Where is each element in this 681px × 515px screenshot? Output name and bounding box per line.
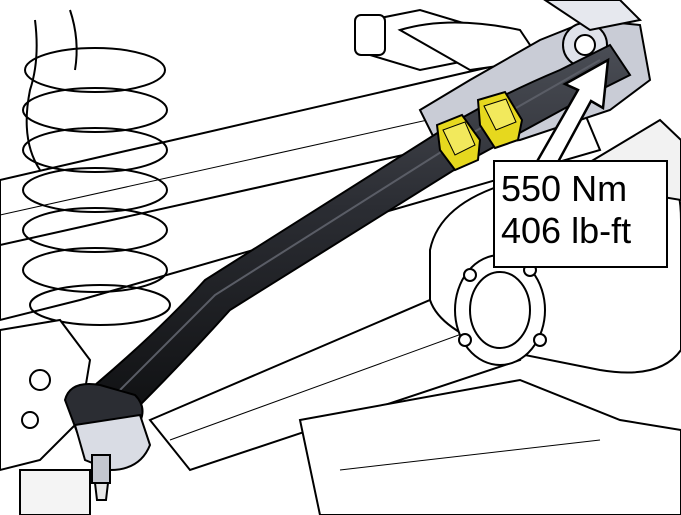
adjuster-nuts [435,90,524,172]
torque-callout: 550 Nm 406 lb-ft [493,160,668,268]
steering-knuckle [0,318,92,515]
upper-bracket [354,8,542,72]
coil-spring [22,9,171,326]
torque-metric: 550 Nm [501,168,628,209]
lower-housing [298,378,681,515]
torque-imperial: 406 lb-ft [501,210,632,251]
tie-rod-end [63,383,152,501]
